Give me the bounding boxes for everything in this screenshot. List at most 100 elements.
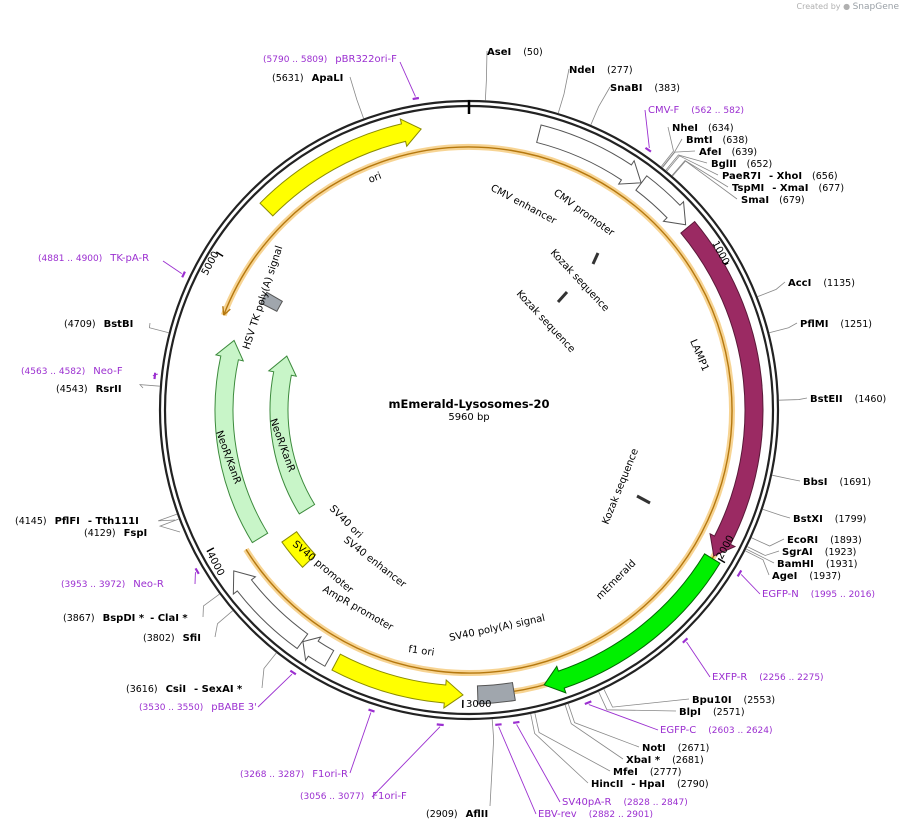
feature-label-kozak-3: Kozak sequence: [601, 447, 641, 526]
backbone: [158, 99, 780, 721]
feature-label-kozak-2: Kozak sequence: [514, 289, 577, 356]
primer-mark-9: [436, 723, 444, 727]
primer-mark-12: [194, 567, 200, 575]
enzyme-paer7i: PaeR7I- XhoI(656): [722, 171, 838, 182]
enzyme-fspi: (4129)FspI: [84, 528, 147, 539]
enzyme-aflii: (2909)AflII: [426, 809, 488, 820]
leader-line-14: [762, 508, 791, 519]
enzyme-sgrai: SgrAI(1923): [782, 547, 856, 558]
feature-sv40-ori-9[interactable]: [281, 530, 317, 568]
ruler-tick-2000: [717, 557, 726, 564]
primer-mark-4: [736, 569, 743, 577]
primer-egfp-n: EGFP-N(1995 .. 2016): [762, 589, 875, 600]
kozak-mark-3: [636, 494, 651, 505]
feature-label-f1-ori: f1 ori: [408, 644, 435, 659]
leader-line-3: [660, 126, 674, 167]
leader-line-22: [564, 704, 624, 760]
leader-line-33: [349, 76, 364, 119]
feature-memerald-4[interactable]: [543, 553, 721, 694]
leader-line-6: [665, 154, 708, 171]
leader-line-25: [489, 719, 495, 807]
feature-label-ori: ori: [367, 171, 383, 186]
primer-ebv-rev: EBV-rev(2882 .. 2901): [538, 809, 653, 820]
ruler-tick-4000: [206, 547, 215, 553]
feature-sv40-poly-a-signal-5[interactable]: [476, 681, 516, 705]
leader-line-11: [769, 322, 798, 334]
feature-cmv-promoter-2[interactable]: [635, 175, 687, 226]
feature-ori-0[interactable]: [259, 118, 422, 217]
enzyme-blpi: BlpI(2571): [679, 707, 745, 718]
primer-mark-11: [289, 669, 297, 676]
feature-hsv-tk-poly-a-signal-12[interactable]: [260, 291, 284, 313]
feature-f1-ori-6[interactable]: [331, 653, 464, 709]
enzyme-hincii: HincII- HpaI(2790): [591, 779, 709, 790]
leader-line-10: [757, 281, 786, 298]
enzyme-csii: (3616)CsiI- SexAI *: [126, 684, 243, 695]
primer-leader-11: [257, 673, 293, 708]
primer-mark-0: [412, 96, 420, 101]
leader-line-1: [557, 68, 570, 114]
snapgene-logo-icon: ●: [843, 2, 851, 11]
kozak-mark-1: [591, 252, 600, 265]
enzyme-ecori: EcoRI(1893): [787, 535, 862, 546]
enzyme-ndei: NdeI(277): [569, 65, 633, 76]
enzyme-asei: AseI(50): [487, 47, 543, 58]
primer-pbabe-3: (3530 .. 3550)pBABE 3': [139, 702, 257, 713]
enzyme-bspdi: (3867)BspDI *- ClaI *: [63, 613, 188, 624]
ruler-tick-5000: [215, 251, 224, 257]
leader-line-32: [148, 322, 169, 334]
primer-sv40pa-r: SV40pA-R(2828 .. 2847): [562, 797, 688, 808]
primer-neo-r: (3953 .. 3972)Neo-R: [61, 579, 164, 590]
feature-lamp1-3[interactable]: [680, 220, 764, 557]
leader-line-8: [671, 160, 729, 188]
feature-ampr-promoter-7[interactable]: [302, 636, 335, 667]
enzyme-acci: AccI(1135): [788, 278, 855, 289]
primer-labels: (5790 .. 5809)pBR322ori-F CMV-F(562 .. 5…: [21, 54, 875, 820]
enzyme-mfei: MfeI(2777): [613, 767, 681, 778]
enzyme-noti: NotI(2671): [642, 743, 709, 754]
leader-line-16: [747, 546, 780, 556]
leader-line-27: [214, 610, 234, 638]
leader-line-12: [778, 397, 808, 401]
feature-label-memerald: mEmerald: [594, 558, 638, 602]
primer-mark-1: [644, 146, 652, 153]
leader-line-23: [534, 712, 611, 772]
feature-label-lamp1: LAMP1: [687, 338, 710, 373]
enzyme-bstxi: BstXI(1799): [793, 514, 866, 525]
leader-line-0: [484, 50, 488, 101]
leader-line-17: [745, 548, 775, 564]
leader-line-30: [158, 513, 178, 522]
enzyme-bglii: BglII(652): [711, 159, 772, 170]
primer-tk-pa-r: (4881 .. 4900)TK-pA-R: [38, 253, 149, 264]
credit-brand: SnapGene: [852, 2, 899, 12]
primer-leader-4: [740, 574, 761, 595]
leader-line-7: [666, 155, 719, 176]
leader-line-5: [662, 150, 696, 168]
enzyme-bsteii: BstEII(1460): [810, 394, 886, 405]
primer-f1ori-r: (3268 .. 3287)F1ori-R: [240, 769, 348, 780]
leader-line-2: [590, 86, 611, 126]
feature-label-hsv-tk-polya: HSV TK poly(A) signal: [241, 245, 285, 351]
feature-neor-kanr-11[interactable]: [267, 355, 316, 515]
enzyme-pflmi: PflMI(1251): [800, 319, 872, 330]
feature-sv40-promoter-8[interactable]: [232, 570, 309, 650]
primer-mark-3: [153, 372, 157, 380]
enzyme-smai: SmaI(679): [741, 195, 805, 206]
feature-label-sv40-enhancer: SV40 enhancer: [341, 535, 408, 591]
primer-exfp-r: EXFP-R(2256 .. 2275): [712, 672, 824, 683]
leader-line-18: [745, 550, 770, 576]
primer-mark-5: [682, 637, 689, 644]
primer-leader-lines: [152, 61, 761, 815]
snapgene-credit: Created by ● SnapGene: [797, 2, 900, 12]
plasmid-name: mEmerald-Lysosomes-20: [389, 397, 550, 411]
plasmid-length: 5960 bp: [448, 412, 489, 423]
enzyme-nhei: NheI(634): [672, 123, 734, 134]
feature-neor-kanr-10[interactable]: [214, 339, 269, 544]
enzyme-bstbi: (4709)BstBI: [64, 319, 133, 330]
primer-leader-1: [644, 109, 650, 149]
primer-leader-10: [349, 712, 372, 774]
feature-label-ampr-promoter: AmpR promoter: [321, 584, 396, 634]
feature-cmv-enhancer-1[interactable]: [536, 124, 642, 185]
leader-line-29: [158, 518, 181, 533]
